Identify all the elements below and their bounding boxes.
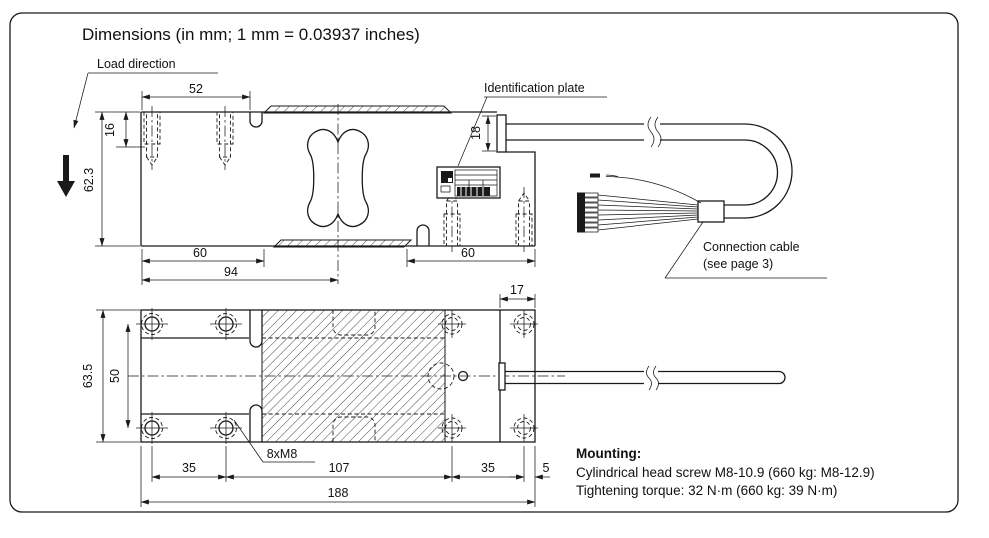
cable-gland-plan xyxy=(498,362,506,391)
side-view: Load direction xyxy=(57,57,827,285)
side-view-dimensions: 52 16 62.3 60 94 60 18 xyxy=(82,82,536,285)
dim-60-left: 60 xyxy=(193,246,207,260)
dim-63-5: 63.5 xyxy=(81,364,95,388)
thread-callout: 8xM8 xyxy=(267,447,298,461)
dim-16: 16 xyxy=(103,123,117,137)
dim-62-3: 62.3 xyxy=(82,168,96,192)
barcode xyxy=(457,187,490,196)
dim-94: 94 xyxy=(224,265,238,279)
dim-35-right: 35 xyxy=(481,461,495,475)
figure-border xyxy=(9,12,959,513)
cable-assembly xyxy=(496,114,793,233)
cable-ferrule xyxy=(697,200,725,223)
plan-slot-bottom xyxy=(249,404,263,442)
bottom-bump xyxy=(416,224,430,246)
plan-slot-top xyxy=(249,310,263,348)
wire-pins xyxy=(577,192,599,233)
cable-break-icon xyxy=(647,116,655,148)
wire-fan xyxy=(577,173,702,233)
mounting-holes xyxy=(136,308,538,444)
connection-cable-label-2: (see page 3) xyxy=(703,257,773,271)
dim-60-right: 60 xyxy=(461,246,475,260)
top-load-seat xyxy=(262,105,453,114)
connection-cable-label: Connection cable xyxy=(703,240,800,254)
mounting-line1: Cylindrical head screw M8-10.9 (660 kg: … xyxy=(576,465,875,480)
mounting-note: Mounting: Cylindrical head screw M8-10.9… xyxy=(576,446,875,498)
bone-cutout xyxy=(306,128,370,228)
mounting-heading: Mounting: xyxy=(576,446,641,461)
load-direction-arrow xyxy=(57,155,75,197)
plan-view: 63.5 50 35 107 35 5 188 17 8xM8 xyxy=(81,283,786,507)
dim-52: 52 xyxy=(189,82,203,96)
dim-5: 5 xyxy=(543,461,550,475)
identification-plate xyxy=(436,166,501,199)
cable-gland-side xyxy=(496,114,507,153)
dim-188: 188 xyxy=(328,486,349,500)
mounting-line2: Tightening torque: 32 N·m (660 kg: 39 N·… xyxy=(576,483,837,498)
plan-view-dimensions: 63.5 50 35 107 35 5 188 17 8xM8 xyxy=(81,283,550,507)
shield-wire xyxy=(605,176,702,204)
bottom-load-seat xyxy=(272,239,413,248)
page-title: Dimensions (in mm; 1 mm = 0.03937 inches… xyxy=(82,25,420,44)
dim-18: 18 xyxy=(469,126,483,140)
dim-35-left: 35 xyxy=(182,461,196,475)
dim-17: 17 xyxy=(510,283,524,297)
left-threaded-holes xyxy=(143,106,234,170)
top-notch xyxy=(249,112,263,128)
dim-50: 50 xyxy=(108,369,122,383)
identification-plate-label: Identification plate xyxy=(484,81,585,95)
plan-cable xyxy=(498,362,786,391)
load-direction-label: Load direction xyxy=(97,57,176,71)
dim-107: 107 xyxy=(329,461,350,475)
